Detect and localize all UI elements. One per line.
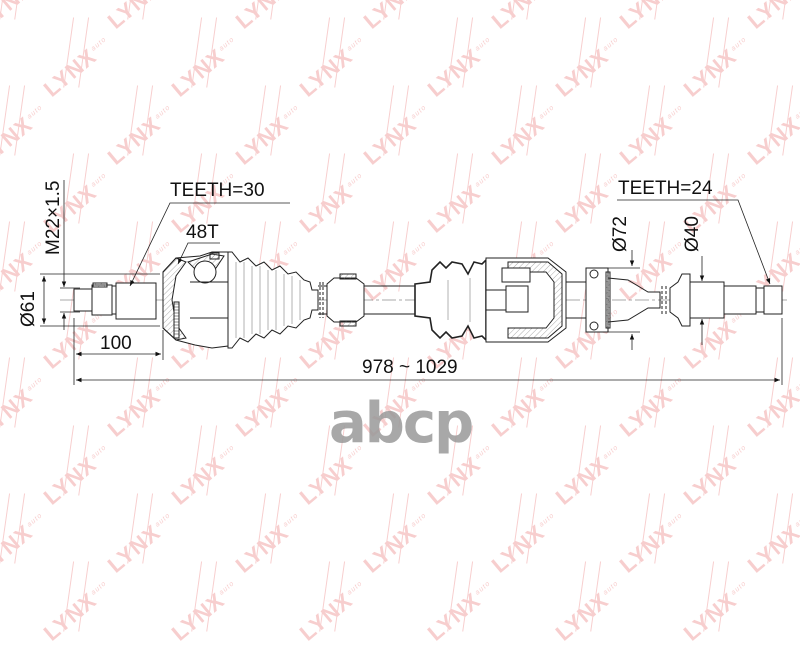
damper-weight (326, 273, 365, 327)
label-inner-teeth: TEETH=24 (618, 178, 713, 199)
brand-mark: abcp (329, 391, 474, 456)
label-seal-diameter: Ø40 (682, 216, 703, 252)
outer-boot (227, 251, 319, 349)
label-outer-teeth: TEETH=30 (170, 180, 265, 201)
label-bearing-diameter: Ø72 (610, 216, 631, 252)
leader-outer-teeth (129, 202, 290, 287)
outer-cv-joint (162, 251, 229, 349)
label-abs-ring: 48T (186, 222, 219, 243)
inner-boot (414, 258, 487, 342)
inner-cv-joint (485, 257, 567, 343)
intermediate-bearing (566, 267, 667, 333)
label-outer-length: 100 (100, 333, 132, 354)
leader-inner-teeth (617, 199, 771, 285)
abs-ring (173, 301, 180, 339)
label-outer-diameter: Ø61 (18, 291, 39, 327)
outer-stub (73, 282, 157, 320)
drive-shaft-drawing (40, 180, 790, 385)
label-outer-thread: M22×1.5 (43, 180, 64, 255)
label-total-length: 978 ~ 1029 (362, 357, 458, 378)
leader-abs-ring (177, 242, 220, 265)
shaft (318, 273, 430, 327)
inner-stub (669, 273, 783, 327)
